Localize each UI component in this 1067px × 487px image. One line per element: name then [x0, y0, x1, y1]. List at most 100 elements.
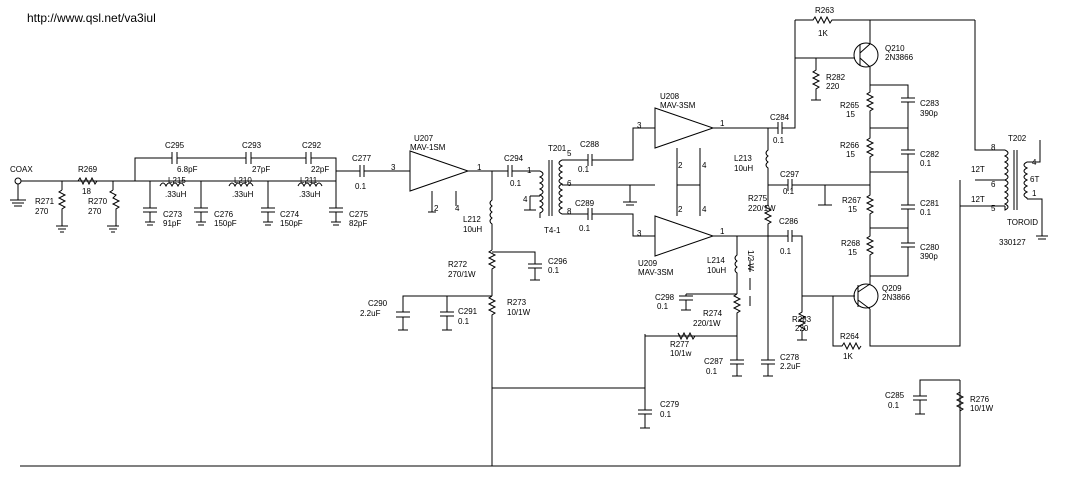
label-text: R282 — [826, 73, 846, 82]
label-text: R277 — [670, 340, 690, 349]
output-t202: T202 12T 12T 6T TOROID 330127 8 6 5 4 1 … — [885, 20, 1048, 466]
label-text: 4 — [702, 205, 707, 214]
label-text: 2 — [678, 205, 683, 214]
label-text: 82pF — [349, 219, 367, 228]
label-text: 0.1 — [920, 208, 932, 217]
label-text: 270 — [35, 207, 49, 216]
label-text: 3 — [637, 229, 642, 238]
label-text: U209 — [638, 259, 658, 268]
label-text: C277 — [352, 154, 372, 163]
label-text: 0.1 — [355, 182, 367, 191]
label-text: 15 — [848, 205, 857, 214]
label-text: 1 — [527, 166, 532, 175]
header-url: http://www.qsl.net/va3iul — [27, 11, 156, 25]
label-text: C296 — [548, 257, 568, 266]
label-text: 0.1 — [773, 136, 785, 145]
label-text: R273 — [507, 298, 527, 307]
label-text: 1 — [477, 163, 482, 172]
label-text: 1K — [843, 352, 853, 361]
label-text: C289 — [575, 199, 595, 208]
label-text: C293 — [242, 141, 262, 150]
label-text: 91pF — [163, 219, 181, 228]
label-text: C276 — [214, 210, 234, 219]
label-text: TOROID — [1007, 218, 1038, 227]
label-text: C273 — [163, 210, 183, 219]
label-text: R276 — [970, 395, 990, 404]
label-text: 10uH — [463, 225, 482, 234]
label-text: R272 — [448, 260, 468, 269]
label-text: C275 — [349, 210, 369, 219]
label-text: 2 — [434, 204, 439, 213]
label-text: 6 — [991, 180, 996, 189]
label-text: C278 — [780, 353, 800, 362]
label-text: C295 — [165, 141, 185, 150]
label-text: 4 — [455, 204, 460, 213]
label-text: 2N3866 — [885, 53, 914, 62]
label-text: L210 — [234, 176, 252, 185]
label-text: MAV-3SM — [660, 101, 696, 110]
transistor-q210: R263 1K Q210 2N3866 R282 220 — [794, 6, 975, 101]
label-text: .33uH — [165, 190, 187, 199]
label-text: 27pF — [252, 165, 270, 174]
label-text: C290 — [368, 299, 388, 308]
label-text: 0.1 — [579, 224, 591, 233]
label-text: C286 — [779, 217, 799, 226]
label-text: L212 — [463, 215, 481, 224]
label-text: 0.1 — [780, 247, 792, 256]
label-text: 2.2uF — [780, 362, 801, 371]
label-text: 2.2uF — [360, 309, 381, 318]
label-text: C288 — [580, 140, 600, 149]
label-text: R265 — [840, 101, 860, 110]
label-text: 10uH — [734, 164, 753, 173]
label-text: 0.1 — [660, 410, 672, 419]
label-text: R274 — [703, 309, 723, 318]
label-text: C279 — [660, 400, 680, 409]
label-text: MAV-3SM — [638, 268, 674, 277]
label-text: C294 — [504, 154, 524, 163]
output-coupling: C284 0.1 C297 0.1 C286 0.1 — [768, 57, 855, 297]
label-text: C297 — [780, 170, 800, 179]
label-text: 390p — [920, 109, 938, 118]
label-text: 4 — [1032, 158, 1037, 167]
emitter-ladder: R265 15 R266 15 R267 15 R268 15 C283 390… — [825, 84, 940, 284]
label-text: 15 — [848, 248, 857, 257]
label-text: R264 — [840, 332, 860, 341]
label-text: 10/1w — [670, 349, 692, 358]
label-text: R268 — [841, 239, 861, 248]
label-text: 270 — [88, 207, 102, 216]
label-text: 0.1 — [578, 165, 590, 174]
label-text: 15 — [846, 150, 855, 159]
amplifier-u208: U208 MAV-3SM 3 1 2 4 — [637, 92, 768, 186]
label-text: COAX — [10, 165, 33, 174]
label-text: 150pF — [214, 219, 237, 228]
label-text: R283 — [792, 315, 812, 324]
label-text: 8 — [991, 143, 996, 152]
label-text: 150pF — [280, 219, 303, 228]
label-text: U208 — [660, 92, 680, 101]
label-text: 10/1W — [970, 404, 994, 413]
label-text: .33uH — [232, 190, 254, 199]
attenuator: R269 18 R271 270 R270 270 — [35, 165, 121, 233]
label-text: C283 — [920, 99, 940, 108]
label-text: R269 — [78, 165, 98, 174]
label-text: 3 — [637, 121, 642, 130]
amp-bias-network: L213 10uH L214 10uH R275 220/1W 1/2 W R2… — [645, 128, 801, 377]
label-text: 6.8pF — [177, 165, 198, 174]
label-text: 5 — [991, 204, 996, 213]
label-text: 4 — [523, 195, 528, 204]
label-text: 0.1 — [510, 179, 522, 188]
label-text: 8 — [567, 207, 572, 216]
label-text: U207 — [414, 134, 434, 143]
label-text: 1 — [720, 227, 725, 236]
label-text: 220/1W — [693, 319, 721, 328]
label-text: 6T — [1030, 175, 1039, 184]
label-text: C291 — [458, 307, 478, 316]
label-text: 330127 — [999, 238, 1026, 247]
label-text: C281 — [920, 199, 940, 208]
label-text: Q209 — [882, 284, 902, 293]
label-text: 0.1 — [657, 302, 669, 311]
label-text: R263 — [815, 6, 835, 15]
label-text: 1K — [818, 29, 828, 38]
label-text: 10/1W — [507, 308, 531, 317]
